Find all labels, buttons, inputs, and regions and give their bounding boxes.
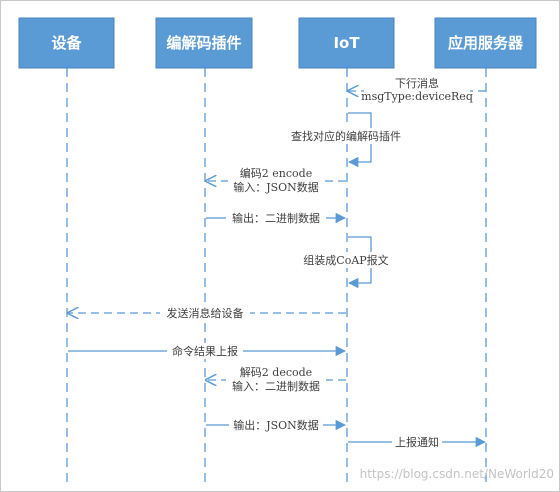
message-decode-line1: 解码2 decode [240, 365, 312, 379]
message-find-plugin: 查找对应的编解码插件 [287, 112, 405, 168]
actor-iot-label: IoT [333, 34, 360, 52]
message-report-notify: 上报通知 [348, 434, 487, 450]
actor-app-server-label: 应用服务器 [448, 34, 524, 52]
message-build-coap-label: 组装成CoAP报文 [303, 253, 388, 267]
message-build-coap: 组装成CoAP报文 [300, 236, 392, 289]
message-encode: 编码2 encode 输入：JSON数据 [206, 166, 346, 195]
actor-device-label: 设备 [51, 34, 82, 52]
watermark: https://blog.csdn.net/NeWorld20 [360, 467, 554, 481]
message-output-binary-label: 输出：二进制数据 [232, 211, 320, 225]
message-command-result-label: 命令结果上报 [172, 344, 238, 358]
message-send-to-device: 发送消息给设备 [68, 305, 346, 321]
message-encode-line1: 编码2 encode [240, 166, 312, 180]
message-downlink-line2: msgType:deviceReq [361, 90, 473, 103]
actor-codec-plugin-label: 编解码插件 [166, 34, 241, 52]
message-decode: 解码2 decode 输入：二进制数据 [206, 365, 346, 395]
actor-iot: IoT [298, 17, 395, 69]
message-output-json-label: 输出：JSON数据 [233, 418, 319, 432]
message-decode-line2: 输入：二进制数据 [232, 379, 320, 393]
message-downlink-line1: 下行消息 [395, 76, 439, 90]
message-encode-line2: 输入：JSON数据 [233, 180, 319, 194]
message-report-notify-label: 上报通知 [395, 435, 439, 449]
message-command-result: 命令结果上报 [68, 343, 347, 359]
message-output-json: 输出：JSON数据 [206, 417, 347, 433]
message-downlink: 下行消息 msgType:deviceReq [348, 76, 486, 104]
actor-codec-plugin: 编解码插件 [155, 17, 253, 69]
message-output-binary: 输出：二进制数据 [206, 210, 347, 226]
actor-app-server: 应用服务器 [434, 17, 537, 69]
actor-device: 设备 [18, 17, 115, 69]
message-send-to-device-label: 发送消息给设备 [167, 306, 244, 320]
message-find-plugin-label: 查找对应的编解码插件 [291, 129, 401, 143]
